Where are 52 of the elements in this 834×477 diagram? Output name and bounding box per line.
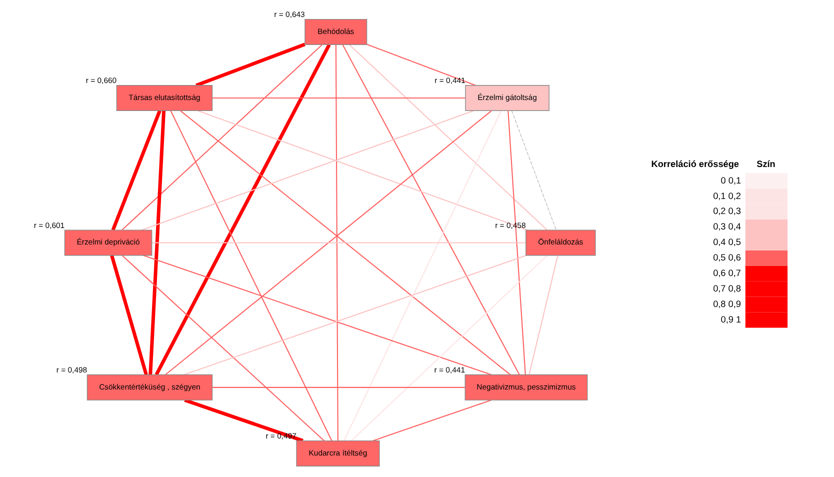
connector (349, 44, 548, 230)
node-box: Kudarcra ítéltség (296, 440, 380, 466)
connector (197, 110, 528, 230)
legend-label: 0,7 0,8 (713, 283, 741, 294)
node-box: Érzelmi depriváció (64, 230, 152, 256)
connector (122, 44, 322, 230)
connector (511, 110, 556, 230)
legend-label: 0,8 0,9 (713, 298, 741, 309)
connector (142, 110, 474, 230)
connector (212, 386, 465, 388)
connector (196, 42, 306, 87)
legend-label: 0,2 0,3 (713, 206, 741, 216)
node-label: r = 0,498 (56, 366, 88, 375)
legend-label: 0 0,1 (720, 175, 742, 186)
legend-label: 0,6 0,7 (713, 268, 741, 278)
node-box: Csökkentértéküség , szégyen (86, 374, 213, 400)
legend-label: 0,1 0,2 (713, 190, 741, 201)
connector (372, 400, 492, 442)
node-label: r = 0,441 (434, 76, 466, 86)
connector (148, 110, 166, 375)
label: Szín (756, 159, 776, 170)
legend-label: 0,9 1 (720, 314, 742, 324)
node-box: Érzelmi gátoltság (465, 85, 550, 111)
connector (184, 254, 526, 376)
node-label: r = 0,643 (274, 10, 305, 20)
connector (143, 254, 492, 376)
connector (335, 44, 338, 441)
node-label: r = 0,441 (434, 366, 466, 375)
connector (110, 254, 148, 376)
connector (508, 110, 526, 375)
legend-label: 0,3 0,4 (713, 222, 741, 232)
legend-label: 0,5 0,6 (713, 252, 741, 263)
node-label: r = 0,601 (34, 220, 65, 230)
node-box: Társas elutasítottság (116, 85, 213, 111)
connector (366, 44, 476, 86)
node-label: r = 0,660 (86, 76, 117, 86)
connector (351, 255, 548, 442)
connector (344, 110, 502, 441)
node-box: Önfeláldozás (526, 230, 596, 256)
connector (111, 110, 162, 231)
node-box: Negativizmus, pesszimizmus (464, 374, 588, 400)
connector (154, 44, 331, 376)
connector (170, 110, 332, 441)
connector (152, 242, 526, 244)
connector (342, 44, 520, 375)
connector (122, 255, 324, 442)
legend-label: 0,4 0,5 (713, 237, 741, 248)
connector (212, 97, 466, 99)
connector (528, 255, 558, 375)
connector (184, 398, 304, 442)
label: Korreláció erőssége (651, 159, 740, 170)
node-box: Behódolás (304, 18, 368, 45)
